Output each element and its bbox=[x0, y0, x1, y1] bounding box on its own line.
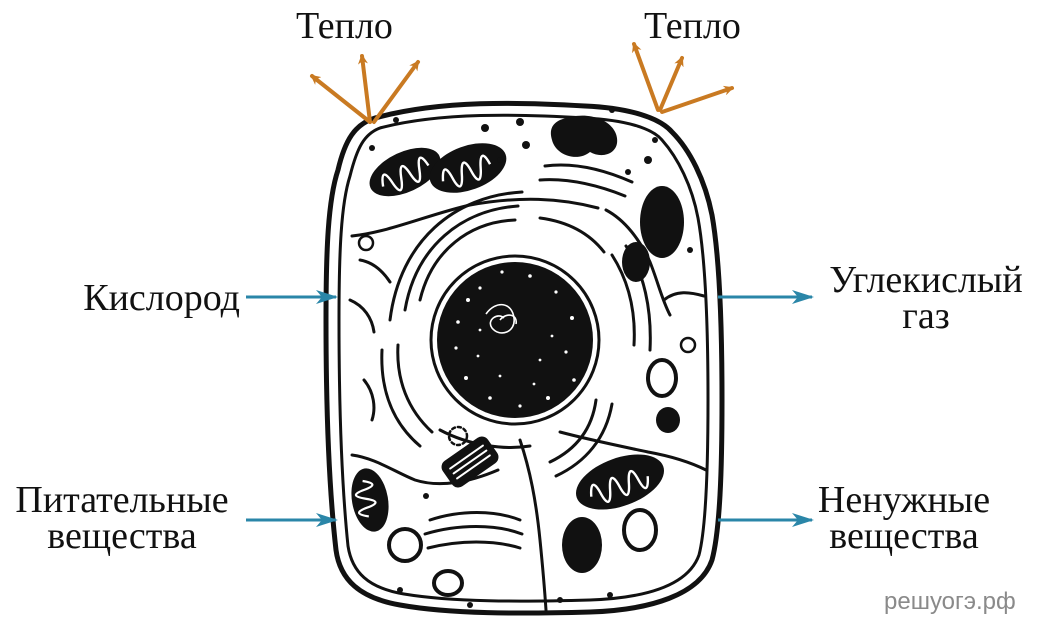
flow-arrows bbox=[246, 290, 814, 527]
heat-label-right: Тепло bbox=[644, 5, 741, 47]
vesicles bbox=[357, 115, 697, 597]
waste-label-line2: вещества bbox=[829, 515, 979, 557]
granules bbox=[369, 107, 693, 608]
waste-label-line1: Ненужные bbox=[817, 479, 991, 521]
nutrients-label-line2: вещества bbox=[47, 515, 197, 557]
co2-label-line1: Углекислый bbox=[829, 259, 1023, 301]
endoplasmic-reticulum bbox=[348, 163, 652, 478]
oxygen-label: Кислород bbox=[83, 277, 240, 319]
cell-membrane bbox=[323, 100, 725, 616]
heat-label-left: Тепло bbox=[296, 5, 393, 47]
heat-arrows-left bbox=[310, 54, 420, 124]
heat-arrows-right bbox=[632, 42, 734, 114]
watermark: решуогэ.рф bbox=[884, 588, 1016, 615]
nucleus bbox=[429, 254, 601, 426]
golgi-apparatus bbox=[423, 425, 524, 550]
mitochondria bbox=[351, 143, 664, 532]
nutrients-label-line1: Питательные bbox=[15, 479, 229, 521]
co2-label-line2: газ bbox=[902, 295, 950, 337]
